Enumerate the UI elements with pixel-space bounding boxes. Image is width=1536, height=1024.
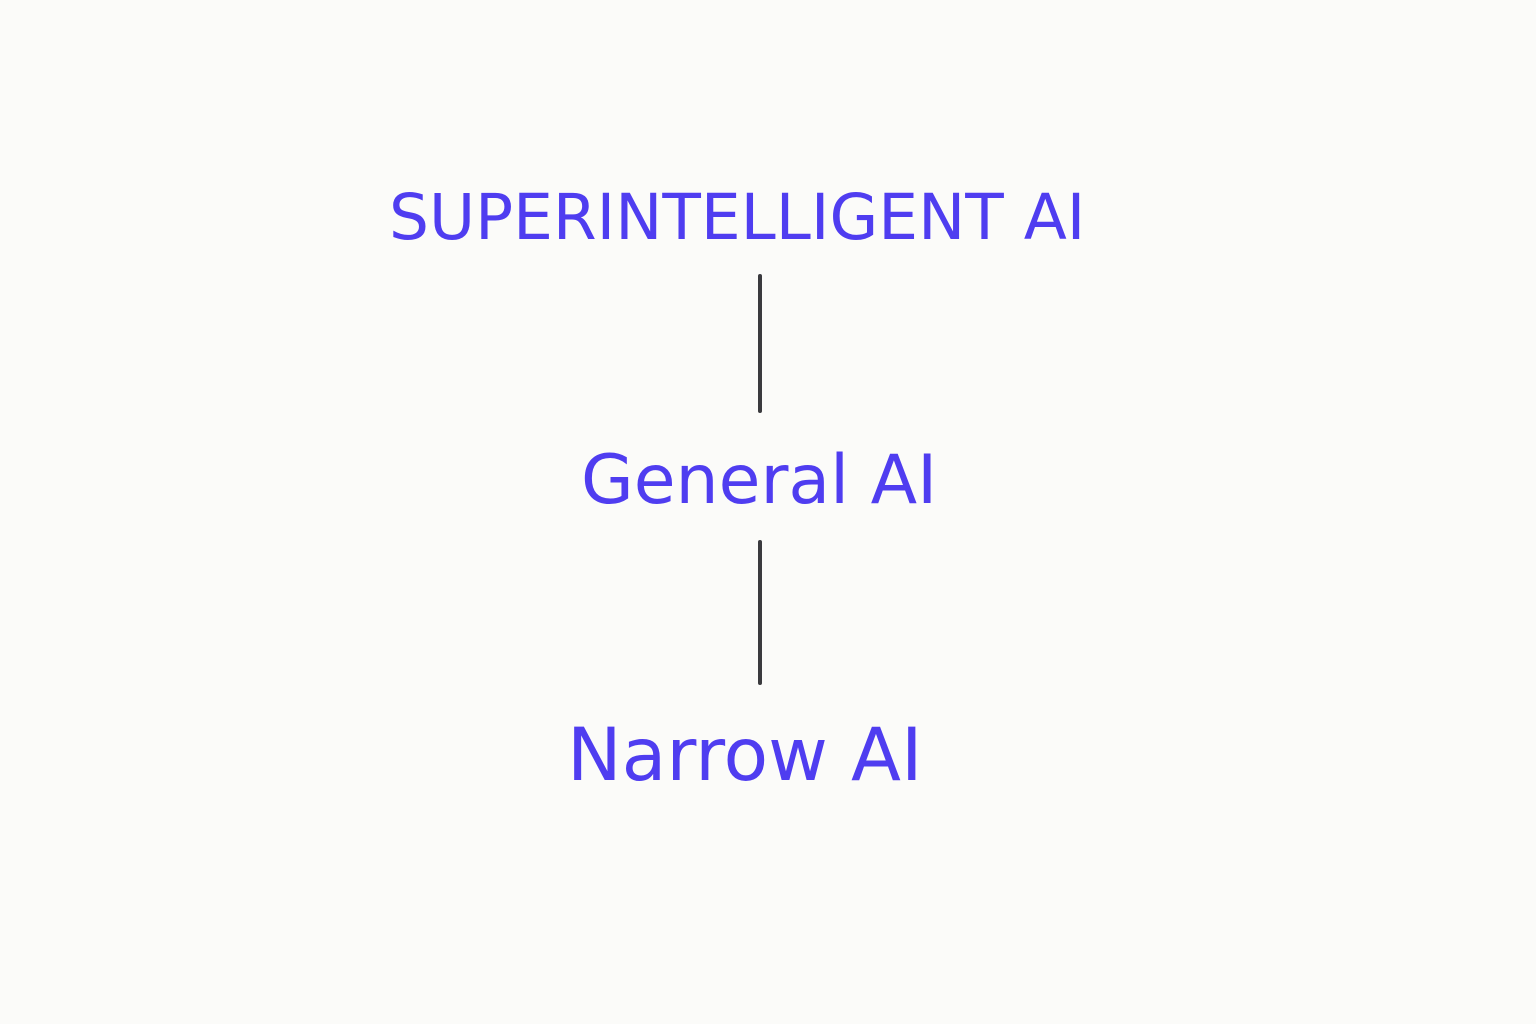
level-superintelligent-ai: SUPERINTELLIGENT AI: [389, 181, 1086, 254]
connector-line-bottom: [758, 540, 762, 685]
level-narrow-ai: Narrow AI: [567, 713, 923, 798]
level-general-ai: General AI: [581, 441, 938, 520]
connector-line-top: [758, 274, 762, 413]
